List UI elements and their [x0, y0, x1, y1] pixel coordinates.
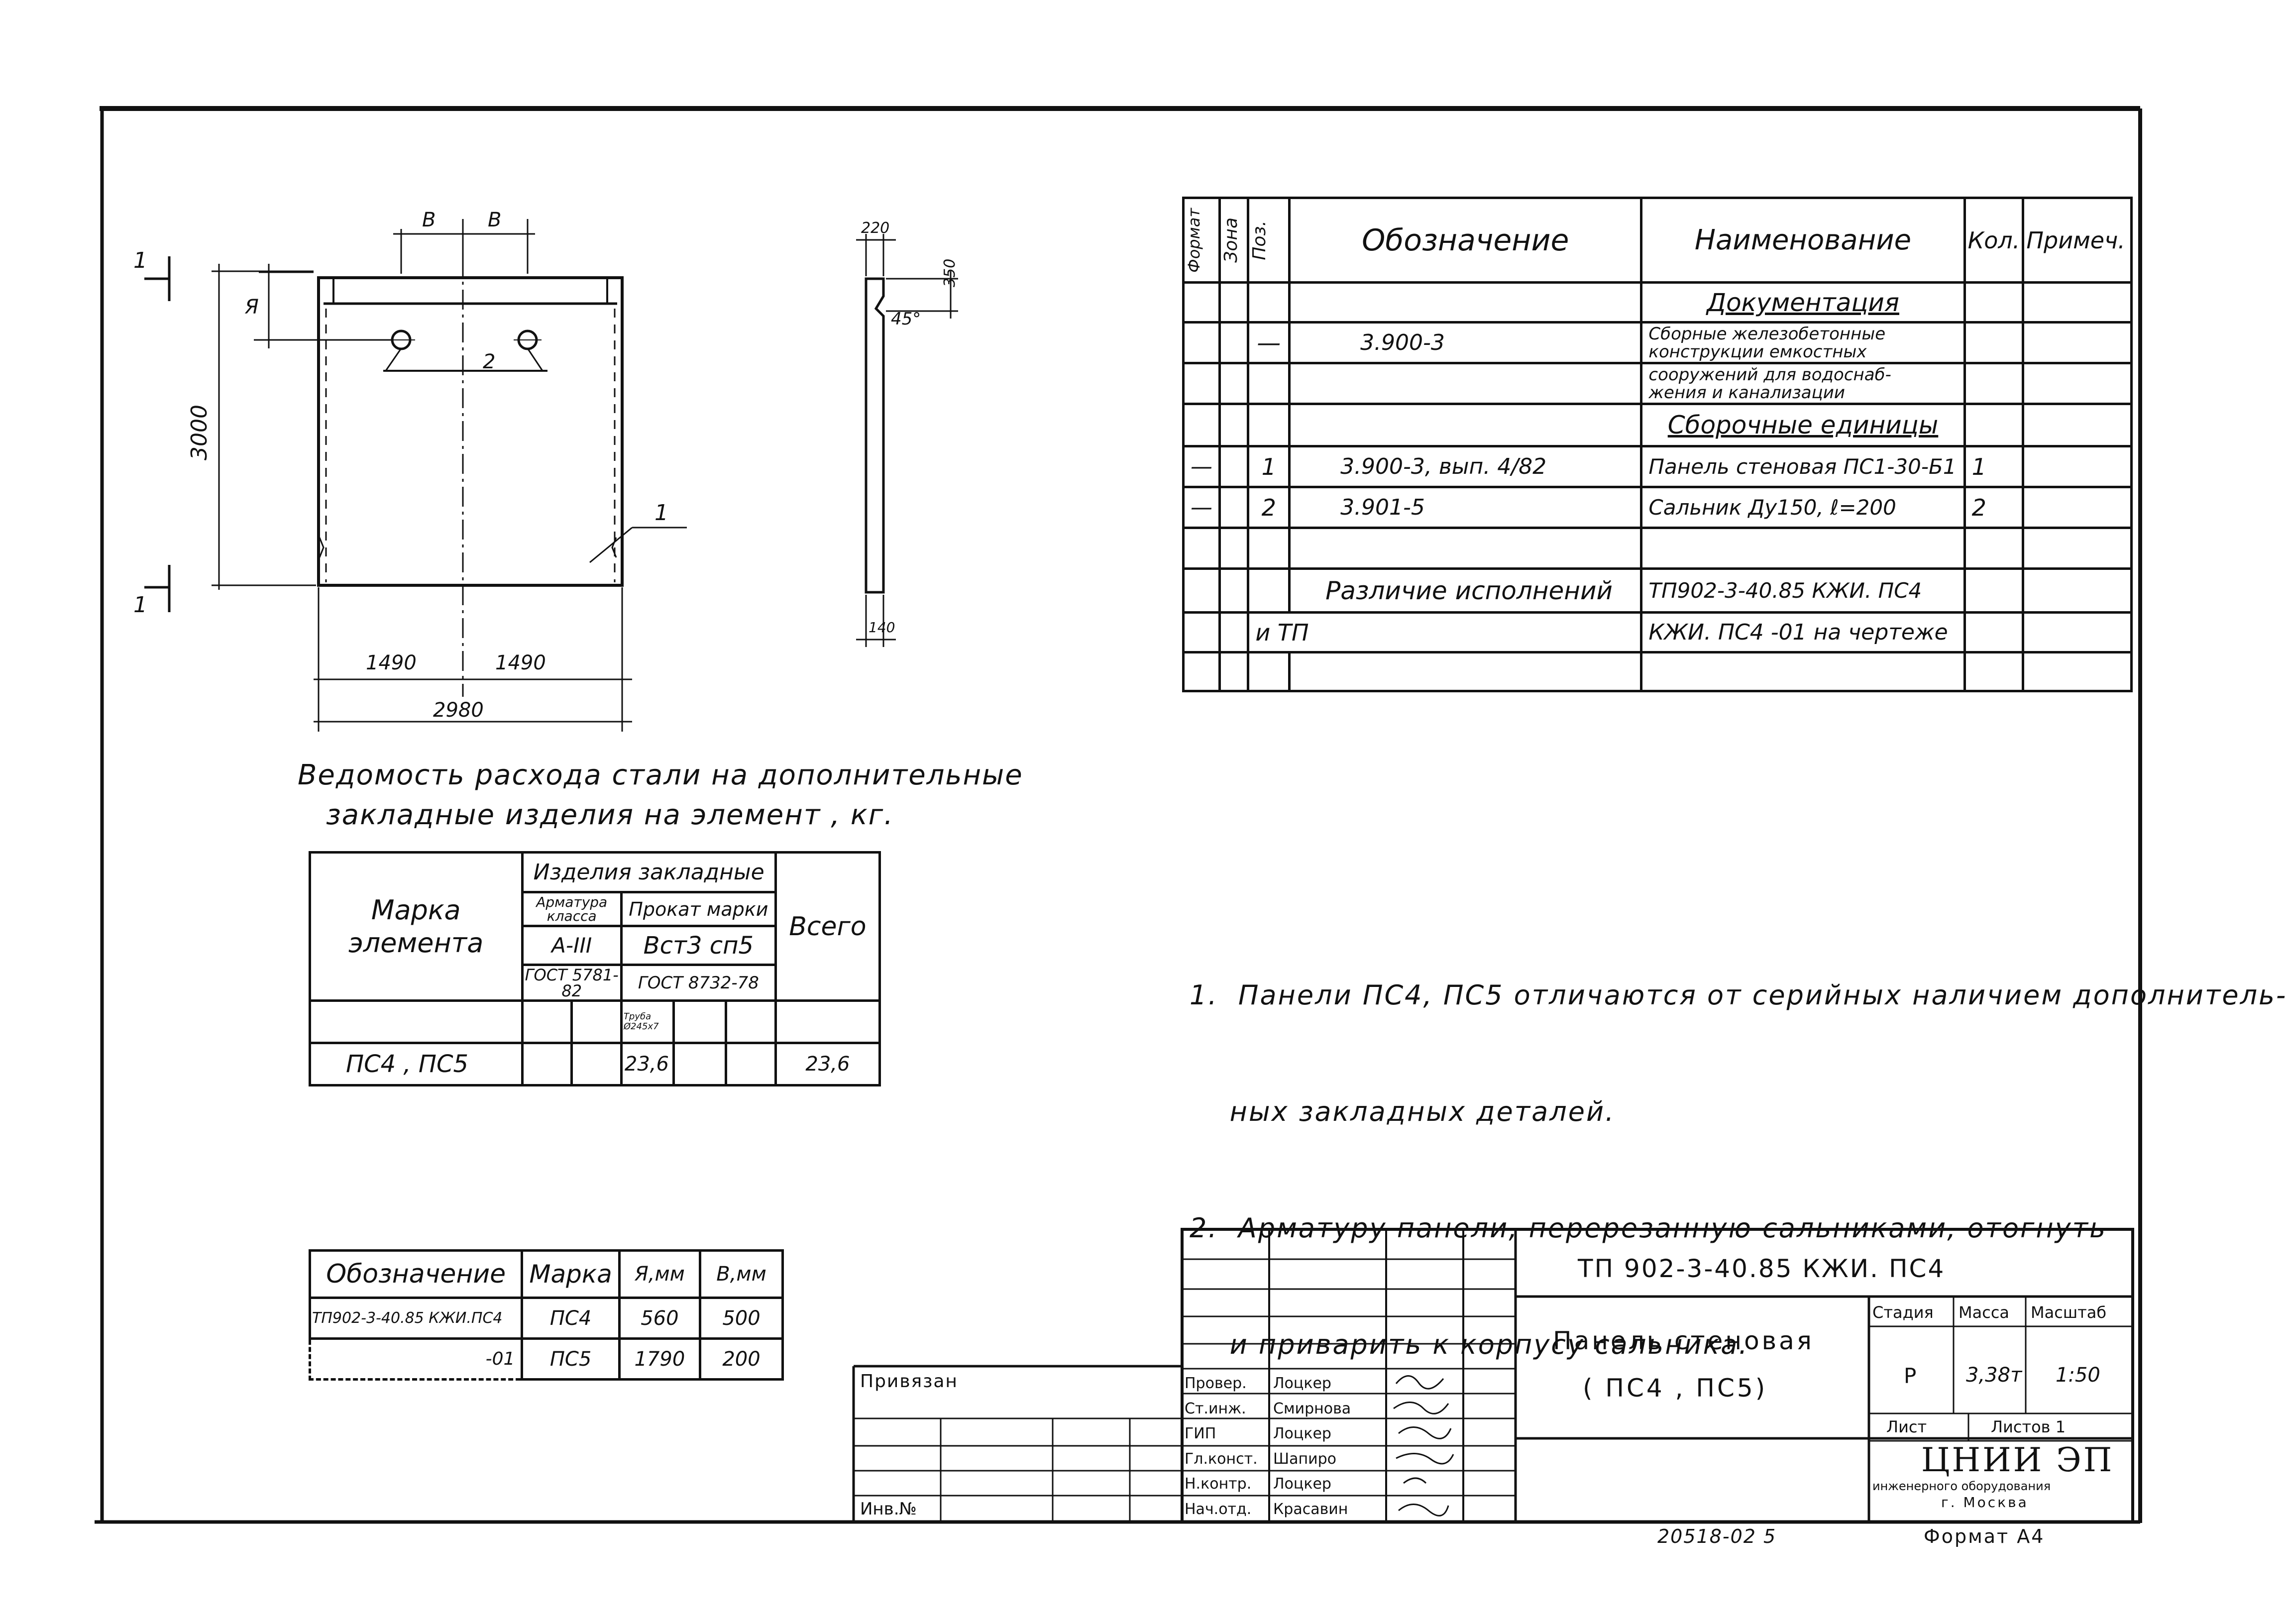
stage-value: Р	[1904, 1364, 1917, 1388]
steel-rebar-gost: ГОСТ 5781-82	[521, 964, 623, 1002]
dim-a: Я	[244, 296, 259, 319]
privyazan-label: Привязан	[860, 1371, 958, 1392]
note-1b: ных закладных деталей.	[1190, 1096, 1616, 1127]
steel-rolled-gost: ГОСТ 8732-78	[620, 964, 777, 1002]
steel-col-total: Всего	[774, 851, 881, 1002]
variants-header-b: В,мм	[698, 1249, 784, 1299]
steel-col-embedded: Изделия закладные	[521, 851, 777, 893]
stage-label: Стадия	[1872, 1303, 1934, 1322]
scale-label: Масштаб	[2031, 1303, 2107, 1322]
sheet-format: Формат А4	[1924, 1525, 2045, 1547]
variants-header-a: Я,мм	[618, 1249, 701, 1299]
side-dim-depth: 350	[941, 259, 959, 287]
panel-outline	[317, 276, 624, 587]
sheets-label: Листов 1	[1991, 1417, 2066, 1436]
spec-doc-pos: —	[1247, 321, 1291, 364]
spec-section-docs: Документация	[1640, 281, 1966, 324]
sheet-label: Лист	[1886, 1417, 1927, 1436]
variants-header-mark: Марка	[521, 1249, 621, 1299]
dim-total: 2980	[433, 699, 484, 722]
title-block-grid	[852, 1228, 2134, 1523]
hole-pos-label: 2	[483, 350, 495, 373]
specification-table: Формат Зона Поз. Обозначение Наименовани…	[1182, 197, 2133, 692]
mass-label: Масса	[1959, 1303, 2010, 1322]
section-mark-bottom: 1	[133, 592, 147, 618]
panel-side-view: 220 350 45° 140	[856, 219, 959, 647]
note-1a: 1. Панели ПС4, ПС5 отличаются от серийны…	[1190, 979, 2287, 1011]
dim-height: 3000	[187, 405, 212, 460]
org-subtitle: инженерного оборудования	[1872, 1479, 2051, 1493]
drawing-title-2: ( ПС4 , ПС5)	[1583, 1374, 1768, 1403]
dim-half-right: 1490	[495, 651, 546, 674]
archive-number: 20518-02 5	[1657, 1525, 1777, 1547]
drawing-title-1: Панель стеновая	[1553, 1326, 1814, 1355]
panel-front-view: В В Я 3000 2 1 1 1 1490 1490 2980	[133, 209, 687, 732]
signature-marks	[1393, 1375, 1454, 1516]
side-dim-bottom: 140	[869, 619, 895, 636]
dim-half-left: 1490	[366, 651, 417, 674]
signers-names: Лоцкер Смирнова Лоцкер Шапиро Лоцкер Кра…	[1273, 1375, 1351, 1518]
side-dim-top: 220	[861, 219, 889, 237]
variants-table: Обозначение Марка Я,мм В,мм ТП902-3-40.8…	[308, 1249, 784, 1381]
steel-col-rolled: Прокат марки	[620, 891, 777, 927]
steel-pipe: Труба Ø245х7	[620, 999, 675, 1044]
dim-b-right: В	[488, 209, 501, 231]
spec-header-name: Наименование	[1640, 197, 1966, 284]
steel-col-rebar: Арматура класса	[521, 891, 623, 927]
panel-pos-label: 1	[654, 500, 668, 526]
steel-title-1: Ведомость расхода стали на дополнительны…	[298, 759, 1023, 791]
spec-diff-2a: и ТП	[1247, 611, 1643, 653]
mass-value: 3,38т	[1966, 1364, 2022, 1387]
spec-diff-1b: ТП902-3-40.85 КЖИ. ПС4	[1640, 567, 1966, 614]
steel-col-mark: Марка элемента	[309, 851, 524, 1002]
steel-title-2: закладные изделия на элемент , кг.	[326, 799, 894, 831]
drawing-code: ТП 902-3-40.85 КЖИ. ПС4	[1578, 1254, 1946, 1283]
org-city: г. Москва	[1941, 1494, 2029, 1511]
dim-b-left: В	[422, 209, 436, 231]
spec-diff-1a: Различие исполнений	[1288, 567, 1643, 614]
table-row: — 2 3.901-5 Сальник Ду150, ℓ=200 2	[1182, 486, 2133, 529]
table-row: -01 ПС5 1790 200	[308, 1337, 784, 1381]
spec-header-designation: Обозначение	[1288, 197, 1643, 284]
variants-header-designation: Обозначение	[308, 1249, 524, 1299]
steel-rebar-class: А-III	[521, 925, 623, 966]
table-row: — 1 3.900-3, вып. 4/82 Панель стеновая П…	[1182, 445, 2133, 488]
inv-label: Инв.№	[860, 1499, 917, 1519]
steel-rolled-grade: Вст3 сп5	[620, 925, 777, 966]
table-row: ПС4 , ПС5 23,6 23,6	[309, 1042, 881, 1086]
signers-roles: Провер. Ст.инж. ГИП Гл.конст. Н.контр. Н…	[1185, 1375, 1258, 1518]
steel-table: Марка элемента Изделия закладные Всего А…	[309, 851, 881, 1086]
spec-header-qty: Кол.	[1963, 197, 2025, 284]
org-name: ЦНИИ ЭП	[1921, 1441, 2114, 1479]
table-row: ТП902-3-40.85 КЖИ.ПС4 ПС4 560 500	[308, 1297, 784, 1340]
spec-section-units: Сборочные единицы	[1640, 403, 1966, 447]
spec-doc-name-2: сооружений для водоснаб-жения и канализа…	[1640, 362, 1966, 405]
side-angle: 45°	[891, 309, 921, 329]
spec-header-note: Примеч.	[2022, 197, 2133, 284]
spec-diff-2b: КЖИ. ПС4 -01 на чертеже	[1640, 611, 1966, 653]
scale-value: 1:50	[2056, 1364, 2100, 1387]
section-mark-top: 1	[133, 248, 147, 273]
spec-doc-designation: 3.900-3	[1288, 321, 1643, 364]
